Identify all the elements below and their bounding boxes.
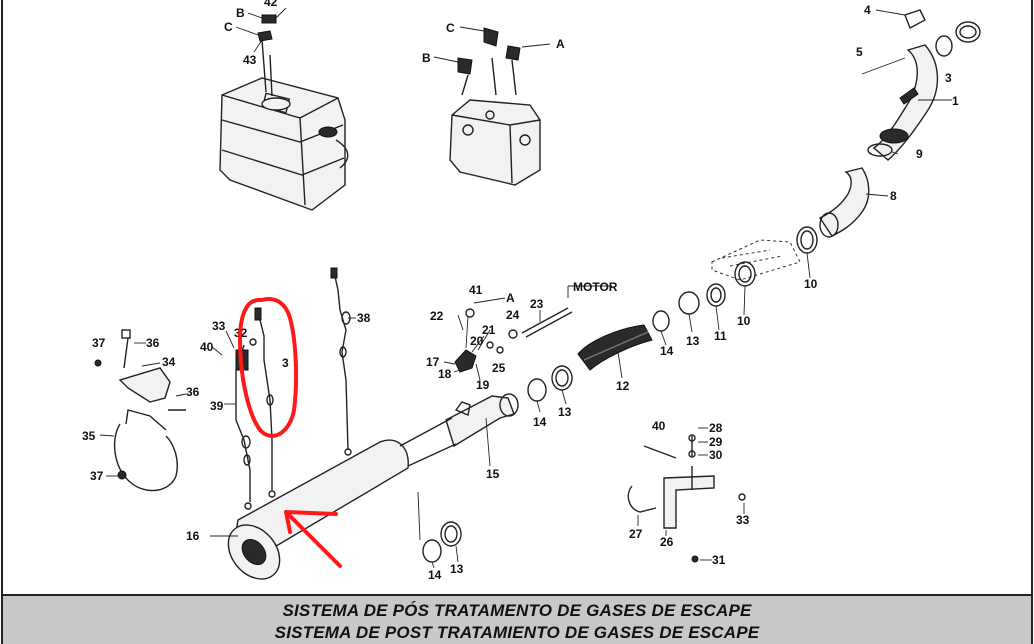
label-10-b: 10	[737, 314, 751, 328]
tank-connectors	[235, 7, 287, 53]
label-24: 24	[506, 308, 520, 322]
injector-bracket	[443, 297, 518, 381]
label-33-right: 33	[736, 513, 750, 527]
label-13-b: 13	[558, 405, 572, 419]
label-22: 22	[430, 309, 444, 323]
pipe-8	[818, 167, 889, 237]
label-5: 5	[856, 45, 863, 59]
highlight-arrow	[284, 510, 342, 568]
pipe-15	[445, 393, 519, 467]
rod-23	[521, 285, 612, 338]
label-13-c: 13	[450, 562, 464, 576]
label-13-a: 13	[686, 334, 700, 348]
label-motor: MOTOR	[573, 280, 618, 294]
bracket-26	[627, 427, 746, 563]
label-19: 19	[476, 378, 490, 392]
sensor-38	[330, 267, 356, 451]
label-23: 23	[530, 297, 544, 311]
exhaust-aftertreatment-diagram: 42 B C 43 C B A 4 5 3 1	[82, 0, 981, 582]
label-15: 15	[486, 467, 500, 481]
label-8: 8	[890, 189, 897, 203]
flex-bellow-12	[577, 324, 653, 379]
label-17: 17	[426, 355, 440, 369]
label-a-bracket: A	[506, 291, 515, 305]
label-43: 43	[243, 53, 257, 67]
label-34: 34	[162, 355, 176, 369]
caption-spanish: SISTEMA DE POST TRATAMIENTO DE GASES DE …	[274, 623, 760, 642]
clamps-lower	[417, 491, 462, 569]
label-12: 12	[616, 379, 630, 393]
label-36-top: 36	[146, 336, 160, 350]
label-38: 38	[357, 311, 371, 325]
label-33-left: 33	[212, 319, 226, 333]
label-40-right: 40	[652, 419, 666, 433]
label-a-dosing: A	[556, 37, 565, 51]
label-14-c: 14	[428, 568, 442, 582]
label-c-tank: C	[224, 20, 233, 34]
label-35: 35	[82, 429, 96, 443]
engine-bracket-dashed	[711, 239, 801, 281]
label-37-top: 37	[92, 336, 106, 350]
label-9: 9	[916, 147, 923, 161]
label-3-sensor: 3	[282, 356, 289, 370]
label-b-tank: B	[236, 6, 245, 20]
def-tank	[219, 39, 349, 211]
label-b-dosing: B	[422, 51, 431, 65]
highlight-circle	[238, 297, 299, 438]
clamps-top-right	[867, 21, 981, 157]
label-31: 31	[712, 553, 726, 567]
label-18: 18	[438, 367, 452, 381]
label-14-a: 14	[660, 344, 674, 358]
dosing-connectors	[433, 26, 551, 75]
label-39: 39	[210, 399, 224, 413]
label-3-top: 3	[945, 71, 952, 85]
label-16: 16	[186, 529, 200, 543]
label-42: 42	[264, 0, 278, 9]
label-10-a: 10	[804, 277, 818, 291]
clamp-row	[652, 212, 839, 346]
diagram-caption: SISTEMA DE PÓS TRATAMENTO DE GASES DE ES…	[2, 594, 1032, 644]
label-41: 41	[469, 283, 483, 297]
label-28: 28	[709, 421, 723, 435]
label-30: 30	[709, 448, 723, 462]
label-29: 29	[709, 435, 723, 449]
caption-portuguese: SISTEMA DE PÓS TRATAMENTO DE GASES DE ES…	[282, 601, 752, 620]
clamps-mid	[527, 365, 573, 413]
label-4: 4	[864, 3, 871, 17]
label-c-dosing: C	[446, 21, 455, 35]
label-1: 1	[952, 94, 959, 108]
label-11: 11	[714, 329, 727, 343]
label-26: 26	[660, 535, 674, 549]
label-40-left: 40	[200, 340, 214, 354]
label-36-bottom: 36	[186, 385, 200, 399]
strap-35	[99, 409, 178, 492]
label-14-b: 14	[533, 415, 547, 429]
label-25: 25	[492, 361, 506, 375]
dosing-module	[449, 57, 541, 186]
label-27: 27	[629, 527, 643, 541]
label-37-bottom: 37	[90, 469, 104, 483]
label-20: 20	[470, 334, 484, 348]
bracket-34	[94, 329, 187, 411]
muffler-16	[210, 417, 457, 580]
label-21: 21	[482, 323, 496, 337]
